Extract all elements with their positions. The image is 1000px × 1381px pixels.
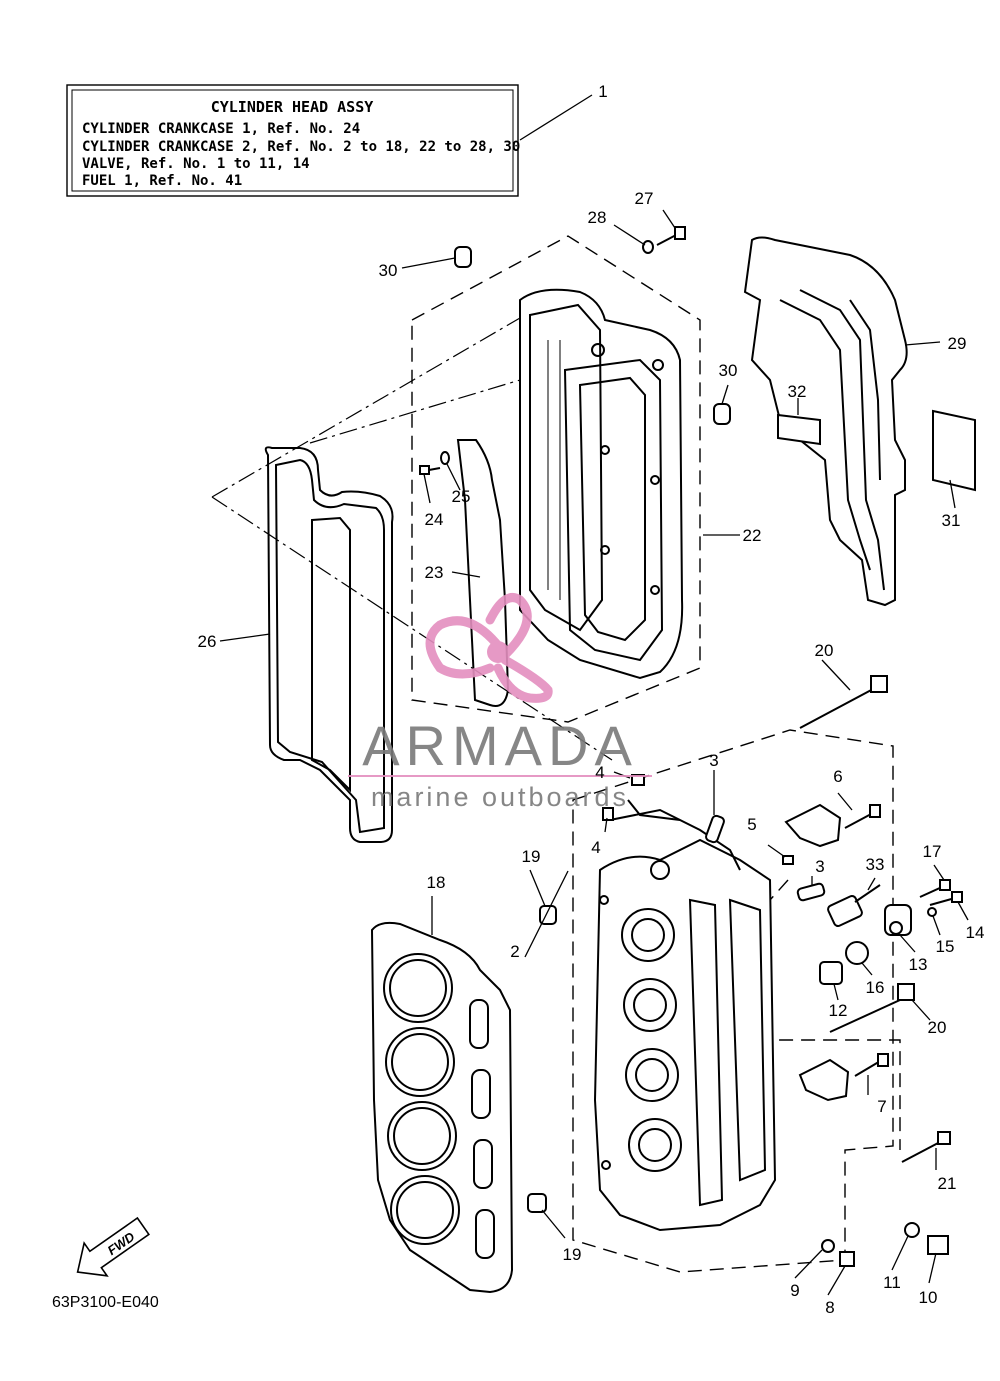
- alignment-line-1: [211, 317, 521, 498]
- callout-30b: 30: [719, 361, 738, 380]
- callout-33: 33: [866, 855, 885, 874]
- callout-31: 31: [942, 511, 961, 530]
- callout-4a: 4: [595, 763, 604, 782]
- callout-14: 14: [966, 923, 985, 942]
- callout-1: 1: [598, 82, 607, 101]
- label-32: [777, 413, 821, 446]
- callout-13: 13: [909, 955, 928, 974]
- callout-19b: 19: [563, 1245, 582, 1264]
- watermark-logo-hub: [487, 641, 509, 663]
- callout-16: 16: [866, 978, 885, 997]
- watermark-tagline: marine outboards: [371, 782, 629, 812]
- callout-2: 2: [510, 942, 519, 961]
- title-box-line-3: VALVE, Ref. No. 1 to 11, 14: [82, 156, 310, 172]
- head-cover-22: [519, 288, 684, 680]
- gasket-26: [264, 446, 394, 843]
- callout-26: 26: [198, 632, 217, 651]
- diagram-code: 63P3100-E040: [52, 1294, 159, 1311]
- callout-30a: 30: [379, 261, 398, 280]
- alignment-line-2: [211, 496, 613, 761]
- callout-10: 10: [919, 1288, 938, 1307]
- callout-5: 5: [747, 815, 756, 834]
- callout-6: 6: [833, 767, 842, 786]
- callout-18: 18: [427, 873, 446, 892]
- callout-20b: 20: [928, 1018, 947, 1037]
- callout-15: 15: [936, 937, 955, 956]
- callout-11: 11: [883, 1273, 901, 1292]
- callout-4b: 4: [591, 838, 600, 857]
- cover-plate-29: [743, 236, 908, 607]
- label-31: [932, 409, 976, 492]
- watermark-logo-icon: [425, 593, 553, 703]
- callout-25: 25: [452, 487, 471, 506]
- watermark-brand: ARMADA: [362, 714, 638, 777]
- title-box: CYLINDER HEAD ASSY CYLINDER CRANKCASE 1,…: [66, 84, 520, 197]
- title-box-line-4: FUEL 1, Ref. No. 41: [82, 173, 242, 189]
- callout-numbers: 1 2 3 3 4 4 5 6 7 8 9 10 11 12 13 14 15 …: [198, 82, 985, 1317]
- callout-23: 23: [425, 563, 444, 582]
- alignment-line-3: [309, 349, 621, 444]
- title-box-heading: CYLINDER HEAD ASSY: [211, 98, 374, 116]
- callout-8: 8: [825, 1298, 834, 1317]
- callout-9: 9: [790, 1281, 799, 1300]
- callout-12: 12: [829, 1001, 848, 1020]
- callout-3a: 3: [709, 751, 718, 770]
- cover-group-outline: [411, 235, 701, 723]
- small-parts: [419, 226, 963, 1267]
- callout-27: 27: [635, 189, 654, 208]
- callout-3b: 3: [815, 857, 824, 876]
- watermark: ARMADA marine outboards: [348, 593, 652, 812]
- callout-21: 21: [938, 1174, 957, 1193]
- title-box-line-1: CYLINDER CRANKCASE 1, Ref. No. 24: [82, 121, 360, 137]
- leader-lines: [219, 94, 969, 1296]
- head-group-outline: [572, 729, 894, 1273]
- fwd-arrow-icon: FWD: [76, 1216, 150, 1277]
- callout-32: 32: [788, 382, 807, 401]
- callout-19a: 19: [522, 847, 541, 866]
- callout-7: 7: [877, 1097, 886, 1116]
- title-box-line-2: CYLINDER CRANKCASE 2, Ref. No. 2 to 18, …: [82, 139, 520, 155]
- callout-28: 28: [588, 208, 607, 227]
- callout-20a: 20: [815, 641, 834, 660]
- callout-24: 24: [425, 510, 444, 529]
- cylinder-head-2: [593, 799, 777, 1232]
- callout-17: 17: [923, 842, 942, 861]
- callout-29: 29: [948, 334, 967, 353]
- head-gasket-18: [370, 921, 514, 1294]
- callout-22: 22: [743, 526, 762, 545]
